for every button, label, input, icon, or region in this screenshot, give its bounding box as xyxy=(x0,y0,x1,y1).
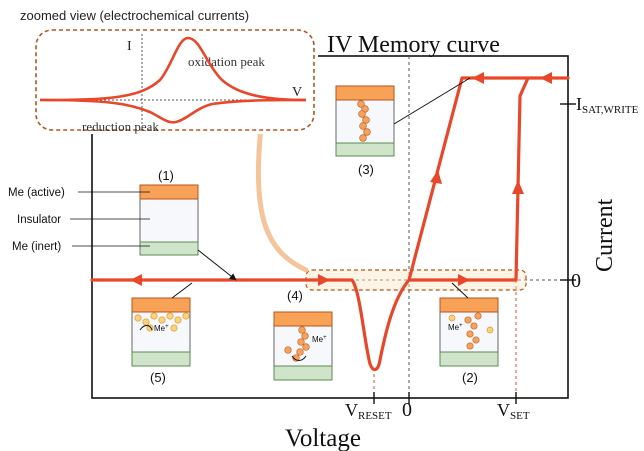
main-title: IV Memory curve xyxy=(327,32,500,58)
y-axis-label: Current xyxy=(592,198,618,272)
zoom-oxidation-curve xyxy=(39,36,307,102)
isat-label: ISAT,WRITE xyxy=(576,94,639,116)
iv-curve xyxy=(90,76,570,372)
cell-1-pointer xyxy=(197,249,237,281)
cell-2-ions-light xyxy=(448,314,494,334)
cell-1-label-insulator: Insulator xyxy=(17,214,61,226)
cell-5-ions xyxy=(134,312,190,332)
curve-arrow-diagonal xyxy=(430,170,442,184)
cell-5-number: (5) xyxy=(150,370,166,385)
cell-4-number: (4) xyxy=(287,288,303,303)
zero-current-label: 0 xyxy=(571,270,581,292)
zoom-reduction-curve xyxy=(39,98,307,124)
cell-4-motion-arrow xyxy=(291,355,307,361)
vreset-label: VRESET xyxy=(345,400,392,422)
curve-arrow-mid-right xyxy=(458,274,470,286)
cell-1-label-inert: Me (inert) xyxy=(12,241,61,253)
cell-4-top-electrode xyxy=(273,311,333,327)
cell-5-motion-arrow xyxy=(139,325,153,331)
cell-1-label-active: Me (active) xyxy=(8,187,65,199)
reduction-peak-label: reduction peak xyxy=(82,119,159,134)
zoom-title: zoomed view (electrochemical currents) xyxy=(20,8,249,23)
cell-3-top-electrode xyxy=(335,85,395,101)
cell-5-bottom-electrode xyxy=(131,351,191,367)
main-plot-frame xyxy=(91,55,569,399)
cell-5-pointer xyxy=(171,282,193,299)
cell-4-bottom-electrode xyxy=(273,365,333,381)
oxidation-peak-label: oxidation peak xyxy=(188,54,265,69)
curve-arrow-mid-left xyxy=(318,274,330,286)
cell-3-bottom-electrode xyxy=(335,142,395,157)
zoom-arrow-shaft xyxy=(255,115,309,273)
curve-arrow-top-left xyxy=(472,72,484,84)
zoom-box xyxy=(35,29,315,131)
cell-2-pointer xyxy=(451,282,469,299)
cell-2-ions xyxy=(464,312,482,350)
cell-4-ions xyxy=(284,326,310,362)
cell-1-number: (1) xyxy=(158,168,174,183)
cell-2-top-electrode xyxy=(439,297,499,313)
cell-3-pointer xyxy=(393,77,471,125)
cell-1-bottom-electrode xyxy=(139,241,199,256)
curve-arrow-left-flat xyxy=(130,274,142,286)
zero-voltage-label: 0 xyxy=(402,399,412,421)
curve-arrow-vertical-up xyxy=(512,180,524,194)
vset-label: VSET xyxy=(497,400,530,422)
cell-3-number: (3) xyxy=(358,162,374,177)
cell-2-number: (2) xyxy=(462,370,478,385)
cell-2-ion-label: Me+ xyxy=(448,323,463,332)
zoom-v-label: V xyxy=(292,85,302,100)
x-axis-label: Voltage xyxy=(285,425,361,451)
curve-arrow-top-right xyxy=(540,72,552,84)
cell-5-ion-label: Me+ xyxy=(154,324,169,333)
cell-5-top-electrode xyxy=(131,297,191,313)
cell-4-ion-label: Me+ xyxy=(312,335,327,344)
zoom-i-label: I xyxy=(127,39,132,54)
cell-2-bottom-electrode xyxy=(439,351,499,367)
cell-3-filament xyxy=(357,100,371,142)
